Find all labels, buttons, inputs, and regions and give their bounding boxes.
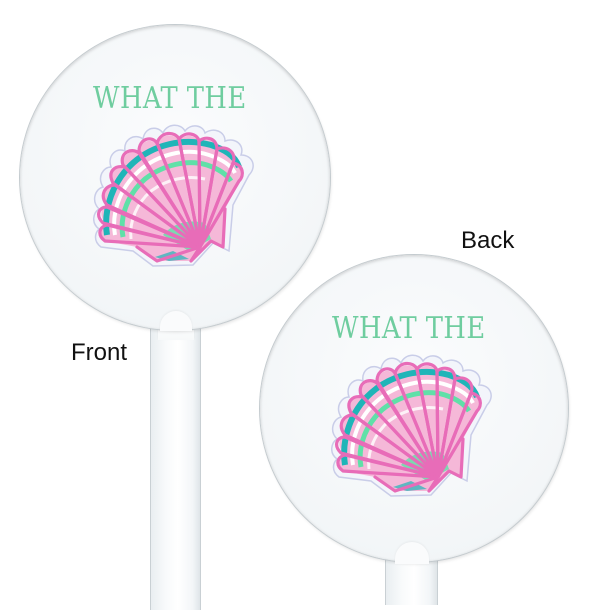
back-disc <box>260 255 568 562</box>
front-disc-text: WHAT THE <box>93 81 247 116</box>
front-shell-icon <box>93 124 254 267</box>
back-shell-icon <box>331 353 495 499</box>
front-stick-top <box>160 311 192 331</box>
back-stick-top <box>395 542 429 564</box>
front-stick <box>150 310 201 610</box>
back-stick <box>385 545 438 605</box>
front-stick-cap <box>158 310 194 340</box>
back-label: Back <box>461 227 515 254</box>
back-disc-text: WHAT THE <box>332 311 486 346</box>
front-label: Front <box>71 339 128 366</box>
front-disc <box>20 25 330 330</box>
